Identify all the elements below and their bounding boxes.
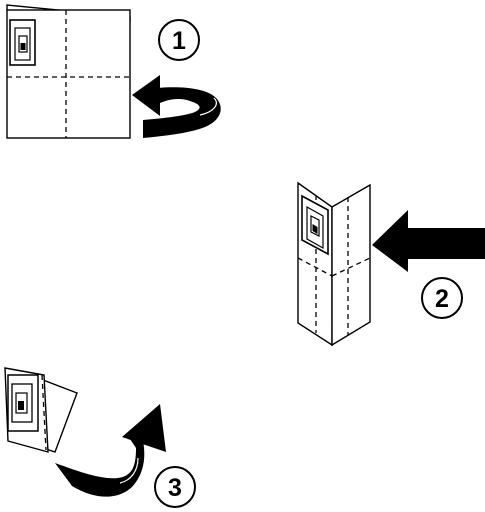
step-3: 3 xyxy=(4,367,196,508)
step-1-sheet xyxy=(6,4,131,139)
step-3-badge: 3 xyxy=(154,466,196,508)
switch-device-icon xyxy=(7,374,39,432)
straight-arrow-icon xyxy=(372,210,485,272)
step-2-sheet xyxy=(297,181,371,347)
step-2-number: 2 xyxy=(435,285,449,313)
step-3-number: 3 xyxy=(168,474,182,502)
switch-device-icon xyxy=(301,194,329,256)
step-2-badge: 2 xyxy=(421,277,463,319)
curved-fold-arrow-icon xyxy=(132,75,221,138)
step-1-badge: 1 xyxy=(158,19,200,61)
step-2: 2 xyxy=(297,181,485,347)
step-3-sheet xyxy=(4,367,78,453)
step-1-number: 1 xyxy=(172,27,186,55)
switch-device-icon xyxy=(9,19,36,66)
step-1: 1 xyxy=(6,4,221,139)
curved-fold-arrow-icon xyxy=(55,404,166,497)
